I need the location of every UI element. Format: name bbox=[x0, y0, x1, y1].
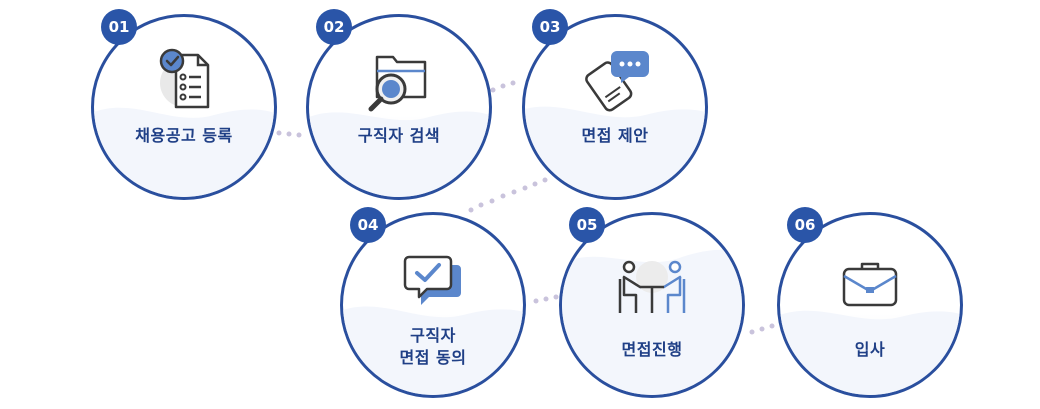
step-number-badge: 01 bbox=[101, 9, 137, 45]
step-circle: 면접진행 bbox=[559, 212, 745, 398]
step-label: 입사 bbox=[854, 340, 886, 359]
folder-search-icon bbox=[368, 55, 427, 112]
step-circle: 구직자 면접 동의 bbox=[340, 212, 526, 398]
briefcase-icon bbox=[842, 262, 898, 307]
chat-check-icon bbox=[403, 255, 461, 305]
step-label-line1: 구직자 bbox=[410, 326, 456, 345]
step-02: 구직자 검색 02 bbox=[306, 9, 492, 200]
step-number-badge: 03 bbox=[532, 9, 568, 45]
step-label: 채용공고 등록 bbox=[135, 126, 233, 145]
step-number-badge: 06 bbox=[787, 207, 823, 243]
step-label: 면접 제안 bbox=[581, 126, 649, 145]
phone-chat-icon bbox=[585, 51, 649, 112]
step-06: 입사 06 bbox=[777, 207, 963, 398]
step-label-line2: 면접 동의 bbox=[399, 348, 467, 367]
step-number-badge: 02 bbox=[316, 9, 352, 45]
step-circle: 채용공고 등록 bbox=[91, 14, 277, 200]
checklist-document-icon bbox=[159, 48, 210, 109]
step-05: 면접진행 05 bbox=[559, 207, 745, 398]
step-04: 구직자 면접 동의 04 bbox=[340, 207, 526, 398]
step-01: 채용공고 등록 01 bbox=[91, 9, 277, 200]
step-03: 면접 제안 03 bbox=[522, 9, 708, 200]
step-circle: 입사 bbox=[777, 212, 963, 398]
step-label: 구직자 검색 bbox=[357, 126, 441, 145]
step-circle: 구직자 검색 bbox=[306, 14, 492, 200]
step-label: 면접진행 bbox=[621, 340, 683, 359]
step-number-badge: 05 bbox=[569, 207, 605, 243]
interview-meeting-icon bbox=[618, 260, 686, 313]
step-circle: 면접 제안 bbox=[522, 14, 708, 200]
step-number-badge: 04 bbox=[350, 207, 386, 243]
